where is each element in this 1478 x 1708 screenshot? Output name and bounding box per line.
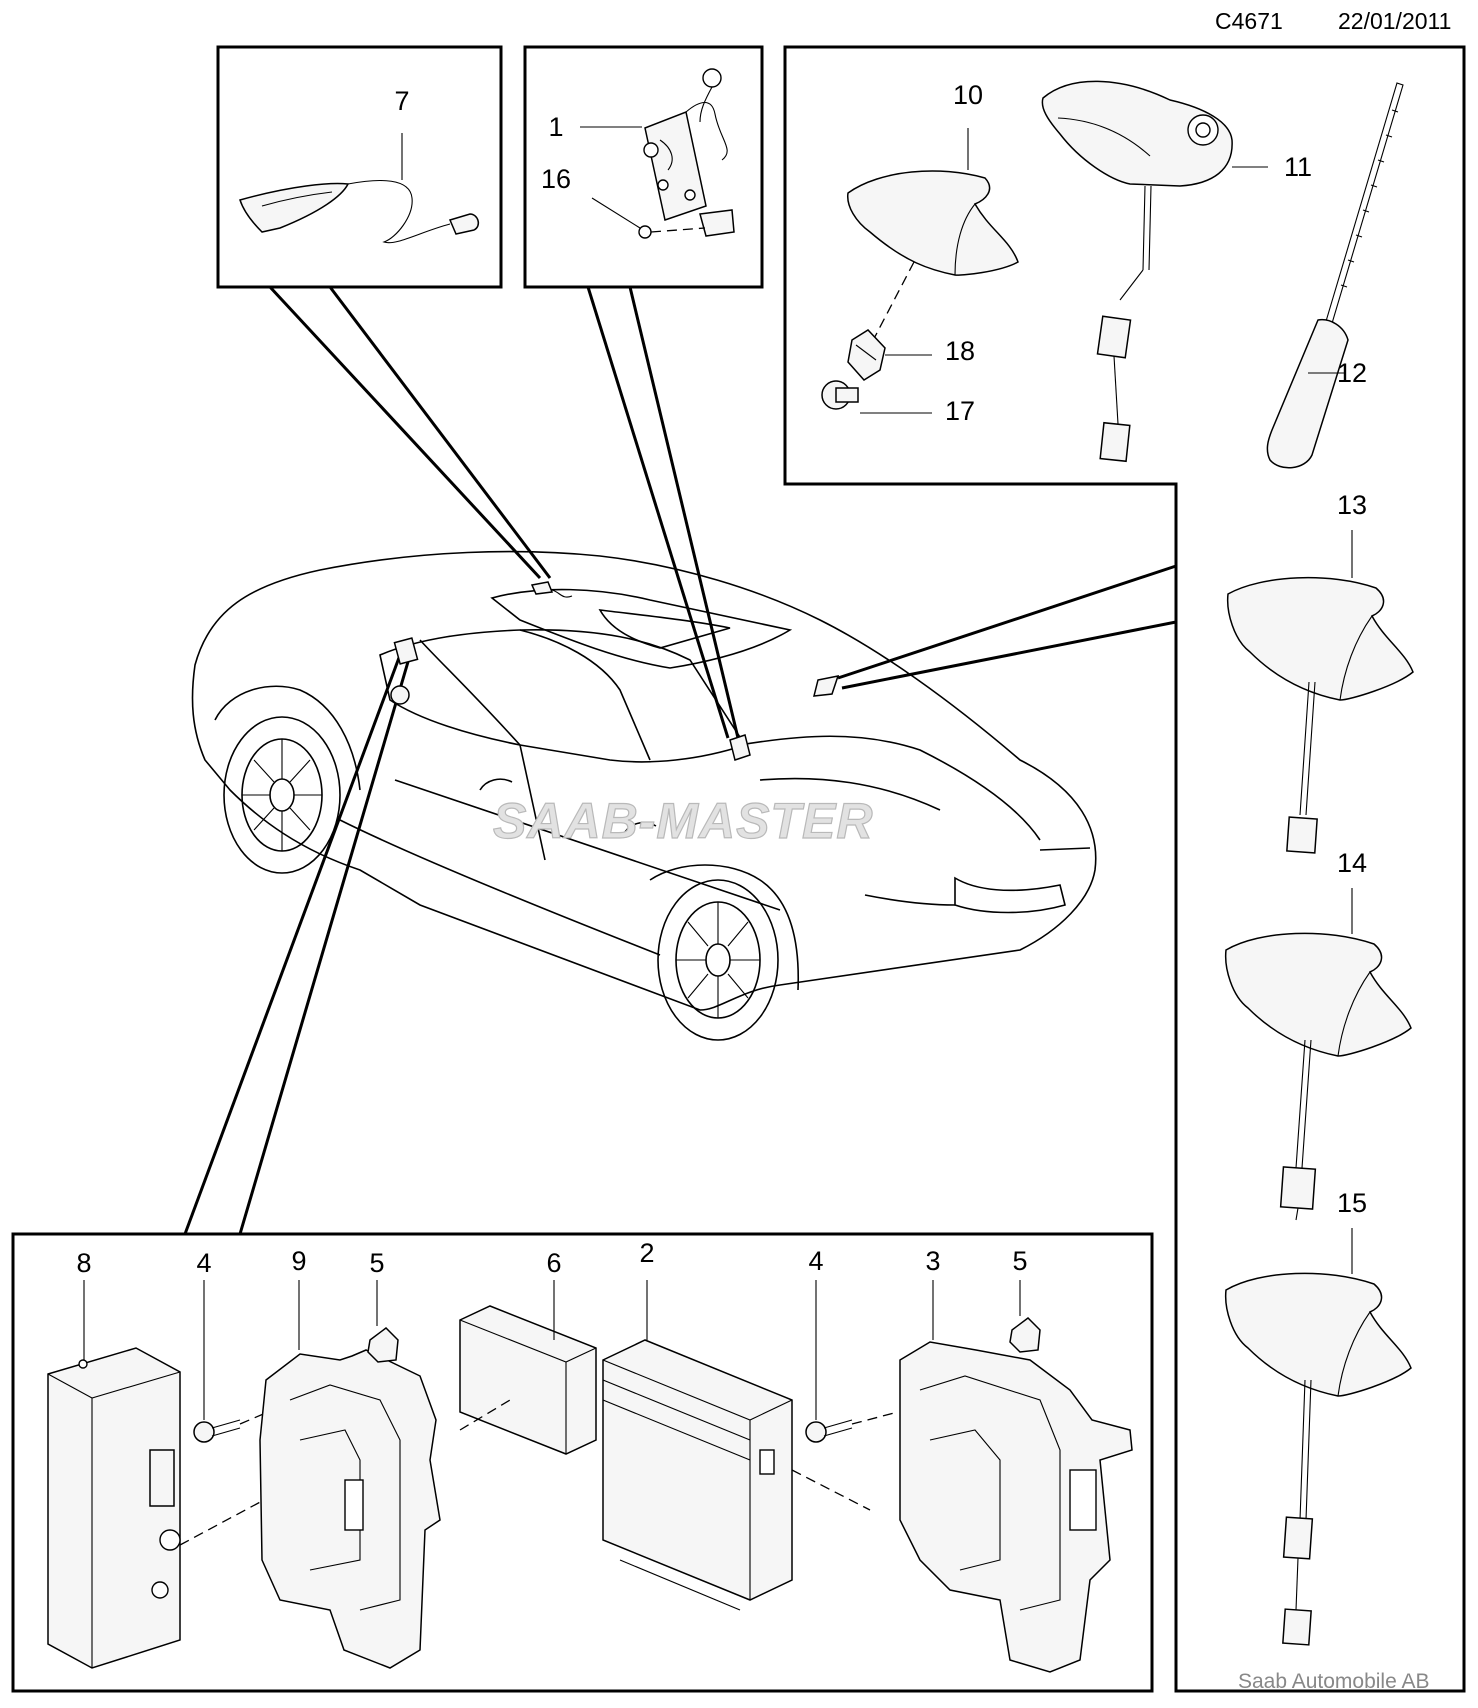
callout-5-right: 5 [1012,1246,1027,1276]
part-13-antenna [1226,530,1414,854]
footer-copyright: Saab Automobile AB [1238,1670,1430,1693]
frame-part-7 [216,45,503,289]
callout-13: 13 [1337,490,1367,520]
callout-3: 3 [925,1246,940,1276]
part-18-clip [847,329,932,381]
part-5-clip-left [367,1280,399,1363]
callout-12: 12 [1337,358,1367,388]
callout-8: 8 [76,1248,91,1278]
part-7-antenna [239,133,480,244]
part-9-bracket [259,1280,441,1669]
part-10-shark-antenna [847,128,1019,351]
callout-15: 15 [1337,1188,1367,1218]
callout-11: 11 [1284,152,1312,182]
callout-2: 2 [639,1238,654,1268]
callout-6: 6 [546,1248,561,1278]
part-1-amplifier [580,68,735,239]
callout-labels: 7 1 16 10 11 18 17 12 13 14 15 8 4 9 5 6… [76,80,1367,1278]
callout-1: 1 [548,112,563,142]
part-6-module [459,1280,597,1455]
frame-modules [11,1232,1154,1693]
watermark: SAAB-MASTER [493,793,873,849]
part-3-bracket [899,1280,1133,1673]
callout-4-right: 4 [808,1246,823,1276]
frame-leaders [183,285,1177,1235]
callout-14: 14 [1337,848,1367,878]
callout-7: 7 [394,86,409,116]
part-17-screw [821,380,932,414]
part-14-antenna [1224,888,1412,1221]
diagram-date: 22/01/2011 [1338,8,1452,34]
callout-5-left: 5 [369,1248,384,1278]
part-4-screw-right [805,1280,899,1443]
frame-part-1-16 [523,45,764,289]
part-8-module [47,1280,321,1669]
part-5-clip-right [1009,1280,1041,1353]
part-12-rod-antenna [1266,82,1404,469]
part-2-radio-unit [602,1280,871,1611]
callout-4-left: 4 [196,1248,211,1278]
part-15-antenna [1224,1228,1412,1646]
callout-10: 10 [953,80,983,110]
frame-antennas [783,45,1466,1693]
diagram-code: C4671 [1215,8,1283,34]
part-11-antenna [1041,80,1268,463]
part-4-screw-left [193,1280,269,1443]
callout-18: 18 [945,336,975,366]
car-illustration [191,550,1097,1041]
callout-9: 9 [291,1246,306,1276]
callout-17: 17 [945,396,975,426]
callout-16: 16 [541,164,571,194]
